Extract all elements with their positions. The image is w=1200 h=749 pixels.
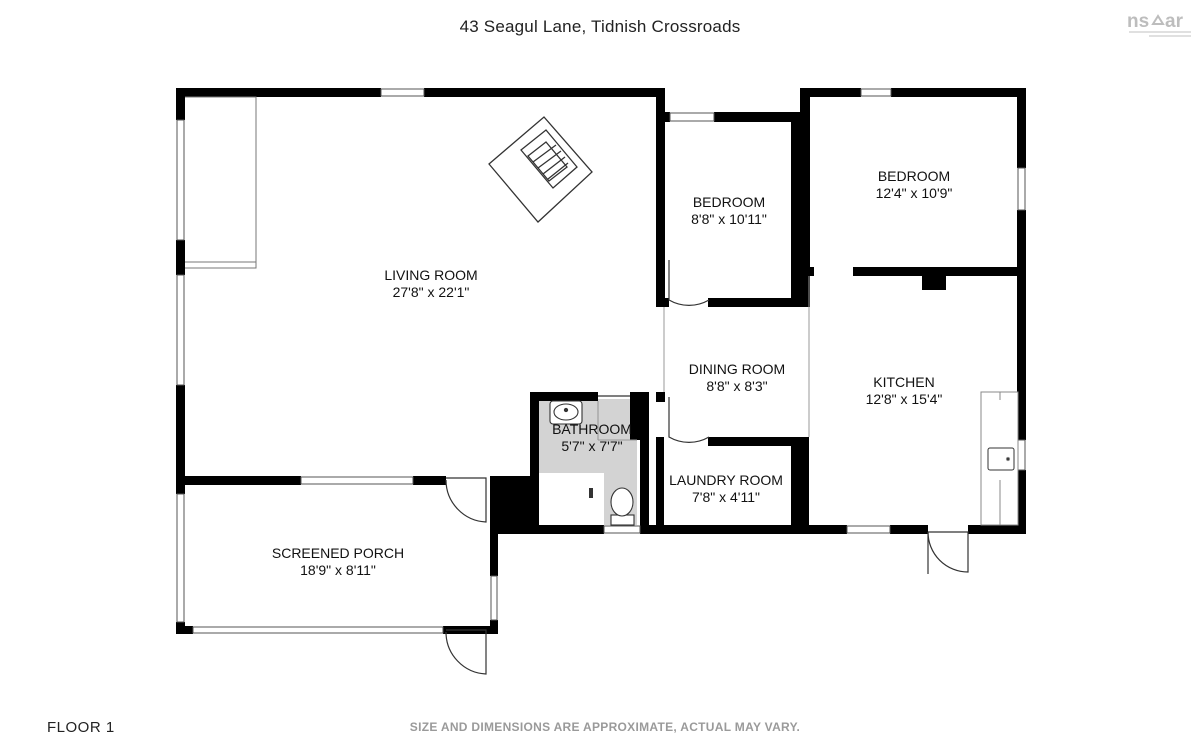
living-room-dims: 27'8" x 22'1" [393,284,470,300]
wood-stove [488,116,593,223]
dining-room-name: DINING ROOM [689,361,785,377]
kitchen-counter [980,391,1019,526]
room-labels: LIVING ROOM 27'8" x 22'1" BEDROOM 8'8" x… [272,168,953,578]
living-room-name: LIVING ROOM [384,267,477,283]
bedroom2-name: BEDROOM [878,168,950,184]
floor-label: FLOOR 1 [47,719,115,736]
kitchen-dims: 12'8" x 15'4" [866,391,943,407]
disclaimer-text: SIZE AND DIMENSIONS ARE APPROXIMATE, ACT… [409,720,801,734]
bathroom-dims: 5'7" x 7'7" [561,438,622,454]
svg-text:ns: ns [1127,11,1149,32]
opening-lines [663,276,810,437]
bathroom-name: BATHROOM [552,421,632,437]
screened-porch-dims: 18'9" x 8'11" [300,562,376,578]
kitchen-name: KITCHEN [873,374,934,390]
svg-text:ar: ar [1165,11,1184,32]
laundry-room-dims: 7'8" x 4'11" [692,489,760,505]
door-swings [445,260,969,675]
dining-room-dims: 8'8" x 8'3" [706,378,767,394]
bedroom1-name: BEDROOM [693,194,765,210]
loft-outline [185,96,257,269]
screened-porch-name: SCREENED PORCH [272,545,404,561]
bathroom-fixtures [549,400,637,526]
bedroom1-dims: 8'8" x 10'11" [691,211,767,227]
nsar-logo: ns ar [1125,10,1195,40]
bedroom2-dims: 12'4" x 10'9" [876,185,953,201]
property-address: 43 Seagul Lane, Tidnish Crossroads [459,17,741,36]
windows [176,88,1026,634]
laundry-room-name: LAUNDRY ROOM [669,472,783,488]
